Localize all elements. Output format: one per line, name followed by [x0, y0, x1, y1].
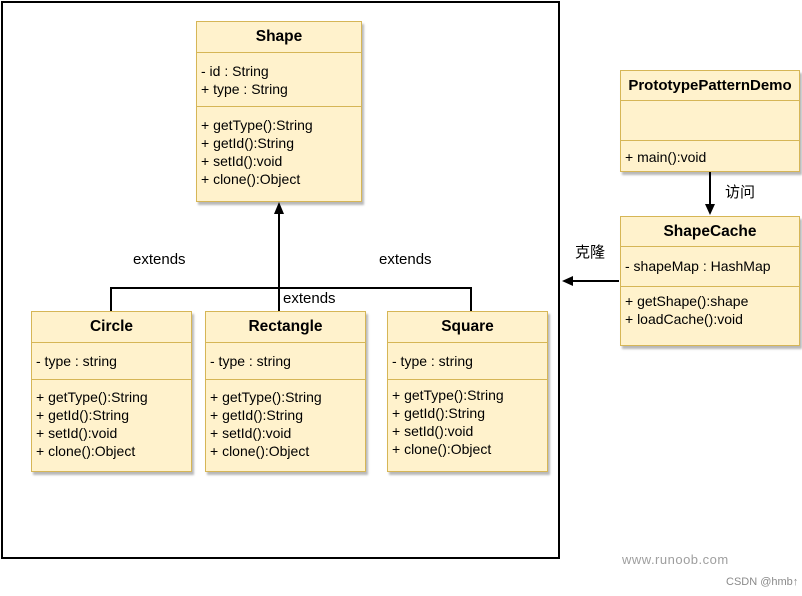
extends-label-right: extends	[379, 251, 432, 268]
attribute: - id : String	[201, 63, 269, 79]
attribute: - type : string	[36, 353, 117, 369]
inheritance-bar	[110, 287, 472, 312]
class-cache-attributes: - shapeMap : HashMap	[621, 247, 799, 287]
class-square-attributes: - type : string	[388, 343, 547, 380]
method: + clone():Object	[210, 443, 310, 459]
class-circle-methods: + getType():String + getId():String + se…	[32, 380, 191, 460]
class-rectangle-methods: + getType():String + getId():String + se…	[206, 380, 365, 460]
class-shape-cache: ShapeCache - shapeMap : HashMap + getSha…	[620, 216, 800, 346]
method: + clone():Object	[201, 171, 301, 187]
class-square: Square - type : string + getType():Strin…	[387, 311, 548, 472]
attribute: - type : string	[392, 353, 473, 369]
class-prototype-pattern-demo: PrototypePatternDemo + main():void	[620, 70, 800, 172]
system-boundary	[1, 1, 560, 559]
class-demo-methods: + main():void	[621, 141, 799, 166]
class-shape-name: Shape	[197, 22, 361, 53]
class-square-name: Square	[388, 312, 547, 343]
class-circle-name: Circle	[32, 312, 191, 343]
visit-label: 访问	[725, 184, 756, 201]
visit-arrowhead	[705, 204, 715, 215]
method: + setId():void	[201, 153, 283, 169]
class-square-methods: + getType():String + getId():String + se…	[388, 380, 547, 458]
class-rectangle: Rectangle - type : string + getType():St…	[205, 311, 366, 472]
class-rectangle-attributes: - type : string	[206, 343, 365, 380]
class-cache-name: ShapeCache	[621, 217, 799, 247]
class-circle: Circle - type : string + getType():Strin…	[31, 311, 192, 472]
class-shape: Shape - id : String + type : String + ge…	[196, 21, 362, 202]
method: + getType():String	[36, 389, 148, 405]
method: + getId():String	[210, 407, 303, 423]
credit-text: CSDN @hmb↑	[726, 576, 799, 588]
inheritance-arrowhead	[274, 202, 284, 214]
method: + setId():void	[210, 425, 292, 441]
method: + getType():String	[392, 387, 504, 403]
class-demo-name: PrototypePatternDemo	[621, 71, 799, 101]
method: + setId():void	[36, 425, 118, 441]
class-shape-methods: + getType():String + getId():String + se…	[197, 107, 361, 188]
method: + main():void	[625, 149, 707, 165]
clone-arrowhead	[562, 276, 573, 286]
attribute: + type : String	[201, 81, 288, 97]
attribute: - shapeMap : HashMap	[625, 258, 771, 274]
method: + getId():String	[201, 135, 294, 151]
method: + setId():void	[392, 423, 474, 439]
attribute: - type : string	[210, 353, 291, 369]
method: + getType():String	[210, 389, 322, 405]
class-rectangle-name: Rectangle	[206, 312, 365, 343]
class-shape-attributes: - id : String + type : String	[197, 53, 361, 107]
class-cache-methods: + getShape():shape + loadCache():void	[621, 287, 799, 328]
method: + loadCache():void	[625, 311, 743, 327]
class-circle-attributes: - type : string	[32, 343, 191, 380]
extends-label-left: extends	[133, 251, 186, 268]
method: + clone():Object	[392, 441, 492, 457]
method: + getId():String	[392, 405, 485, 421]
method: + clone():Object	[36, 443, 136, 459]
extends-label-center: extends	[283, 290, 336, 307]
clone-label: 克隆	[575, 244, 606, 261]
watermark: www.runoob.com	[622, 552, 729, 567]
class-demo-attributes	[621, 101, 799, 141]
method: + getType():String	[201, 117, 313, 133]
method: + getShape():shape	[625, 293, 749, 309]
method: + getId():String	[36, 407, 129, 423]
